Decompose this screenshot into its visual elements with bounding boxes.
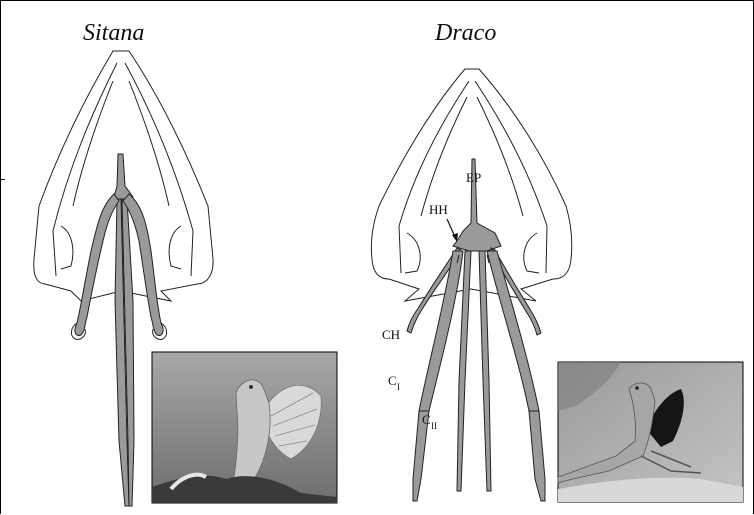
sitana-photo	[152, 352, 337, 503]
label-ch: CH	[382, 327, 400, 342]
label-ep: EP	[466, 170, 481, 185]
label-hh: HH	[429, 202, 448, 217]
label-c2: C	[422, 412, 431, 427]
draco-first-cartilage-right	[529, 411, 545, 501]
label-c1-subscript: I	[397, 382, 400, 392]
label-c2-subscript: II	[431, 421, 437, 431]
draco-photo	[558, 362, 743, 502]
label-c1: C	[388, 373, 397, 388]
